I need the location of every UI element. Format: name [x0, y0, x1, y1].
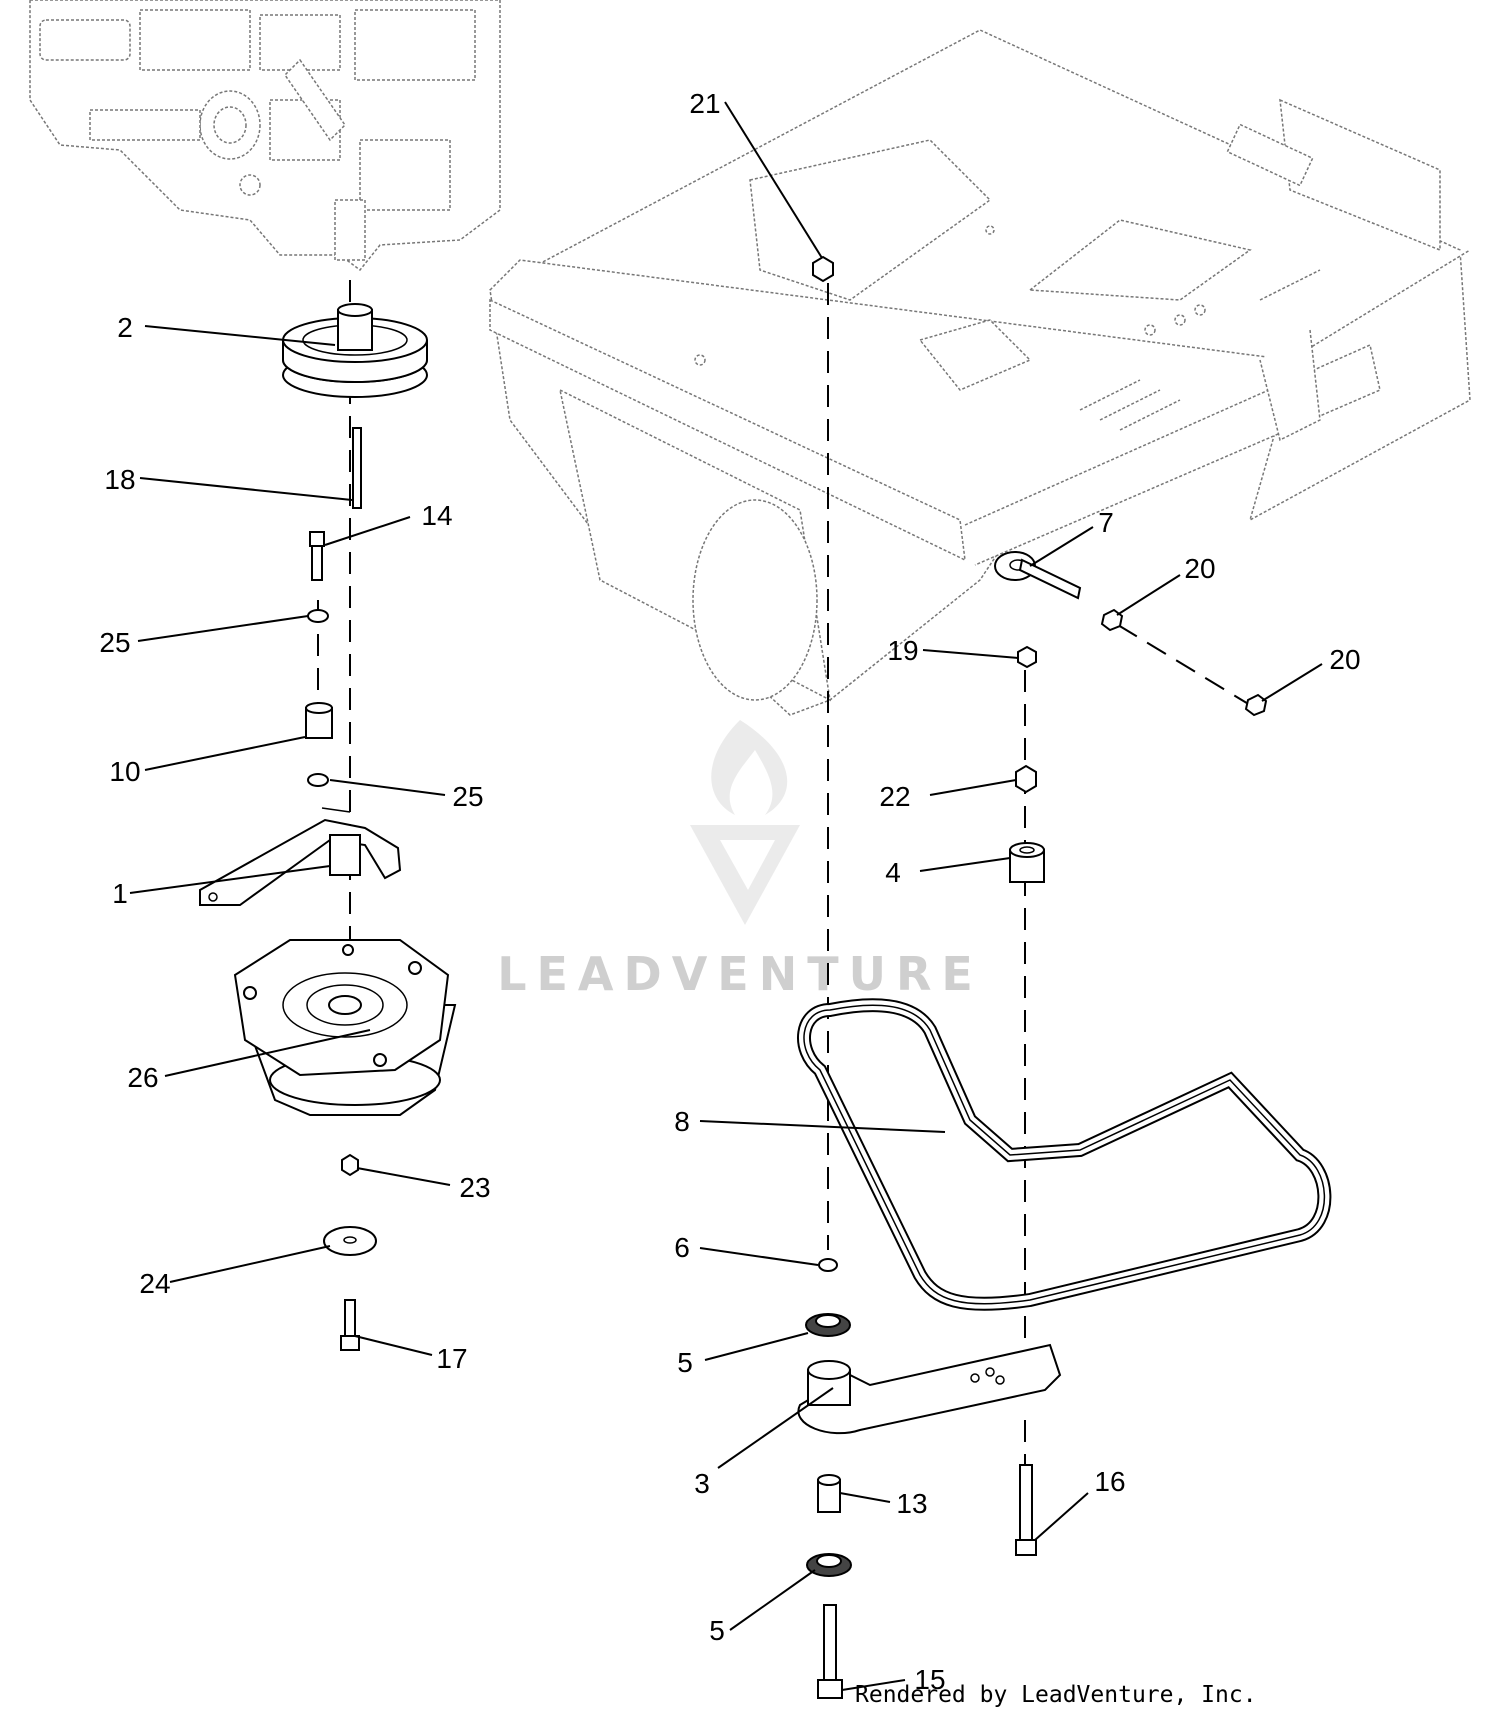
callout-6: 6 — [674, 1232, 690, 1263]
watermark-text: LEADVENTURE — [497, 947, 983, 1001]
callout-19: 19 — [887, 635, 918, 666]
callout-26: 26 — [127, 1062, 158, 1093]
engine-pulley-icon — [282, 303, 428, 398]
callout-25: 25 — [99, 627, 130, 658]
idler-arm-icon — [797, 1343, 1062, 1435]
callout-25b: 25 — [452, 781, 483, 812]
drive-belt-icon — [797, 998, 1332, 1311]
nut-icon — [1015, 764, 1037, 794]
callout-20b: 20 — [1329, 644, 1360, 675]
callout-5b: 5 — [709, 1615, 725, 1646]
spacer-icon — [305, 702, 333, 739]
callout-24: 24 — [139, 1268, 170, 1299]
clutch-bracket-icon — [199, 807, 402, 906]
stud-icon — [994, 551, 1082, 600]
callout-23: 23 — [459, 1172, 490, 1203]
callout-10: 10 — [109, 756, 140, 787]
bolt-icon — [817, 1604, 843, 1699]
callout-14: 14 — [421, 500, 452, 531]
washer-icon — [323, 1226, 377, 1256]
leader-lines — [129, 101, 1323, 1691]
callout-1: 1 — [112, 878, 128, 909]
callout-16: 16 — [1094, 1466, 1125, 1497]
nut-icon — [1244, 693, 1268, 717]
key-icon — [352, 427, 362, 509]
callout-17: 17 — [436, 1343, 467, 1374]
washer-icon — [307, 609, 329, 623]
callout-22: 22 — [879, 781, 910, 812]
electric-clutch-icon — [233, 939, 457, 1116]
mower-frame-icon — [489, 29, 1471, 716]
callout-labels: 2 18 14 25 10 25 1 26 23 24 17 21 7 20 2… — [99, 88, 1360, 1695]
bearing-icon — [805, 1313, 851, 1337]
callout-20: 20 — [1184, 553, 1215, 584]
leadventure-logo-icon — [690, 720, 800, 925]
callout-2: 2 — [117, 312, 133, 343]
callout-21: 21 — [689, 88, 720, 119]
callout-18: 18 — [104, 464, 135, 495]
callout-4: 4 — [885, 857, 901, 888]
callout-7: 7 — [1098, 507, 1114, 538]
spacer-icon — [1009, 842, 1045, 883]
callout-13: 13 — [896, 1488, 927, 1519]
bolt-icon — [1015, 1464, 1037, 1556]
callout-3: 3 — [694, 1468, 710, 1499]
callout-5: 5 — [677, 1347, 693, 1378]
spacer-icon — [817, 1474, 841, 1513]
bolt-icon — [340, 1299, 360, 1351]
bolt-icon — [309, 531, 325, 581]
render-credit: Rendered by LeadVenture, Inc. — [855, 1682, 1257, 1708]
nut-icon — [1017, 645, 1037, 669]
washer-icon — [307, 773, 329, 787]
nut-icon — [812, 255, 834, 283]
engine-icon — [29, 0, 501, 272]
washer-icon — [818, 1258, 838, 1272]
callout-15: 15 — [914, 1664, 945, 1695]
nut-icon — [341, 1153, 359, 1177]
callout-8: 8 — [674, 1106, 690, 1137]
bearing-icon — [806, 1553, 852, 1577]
